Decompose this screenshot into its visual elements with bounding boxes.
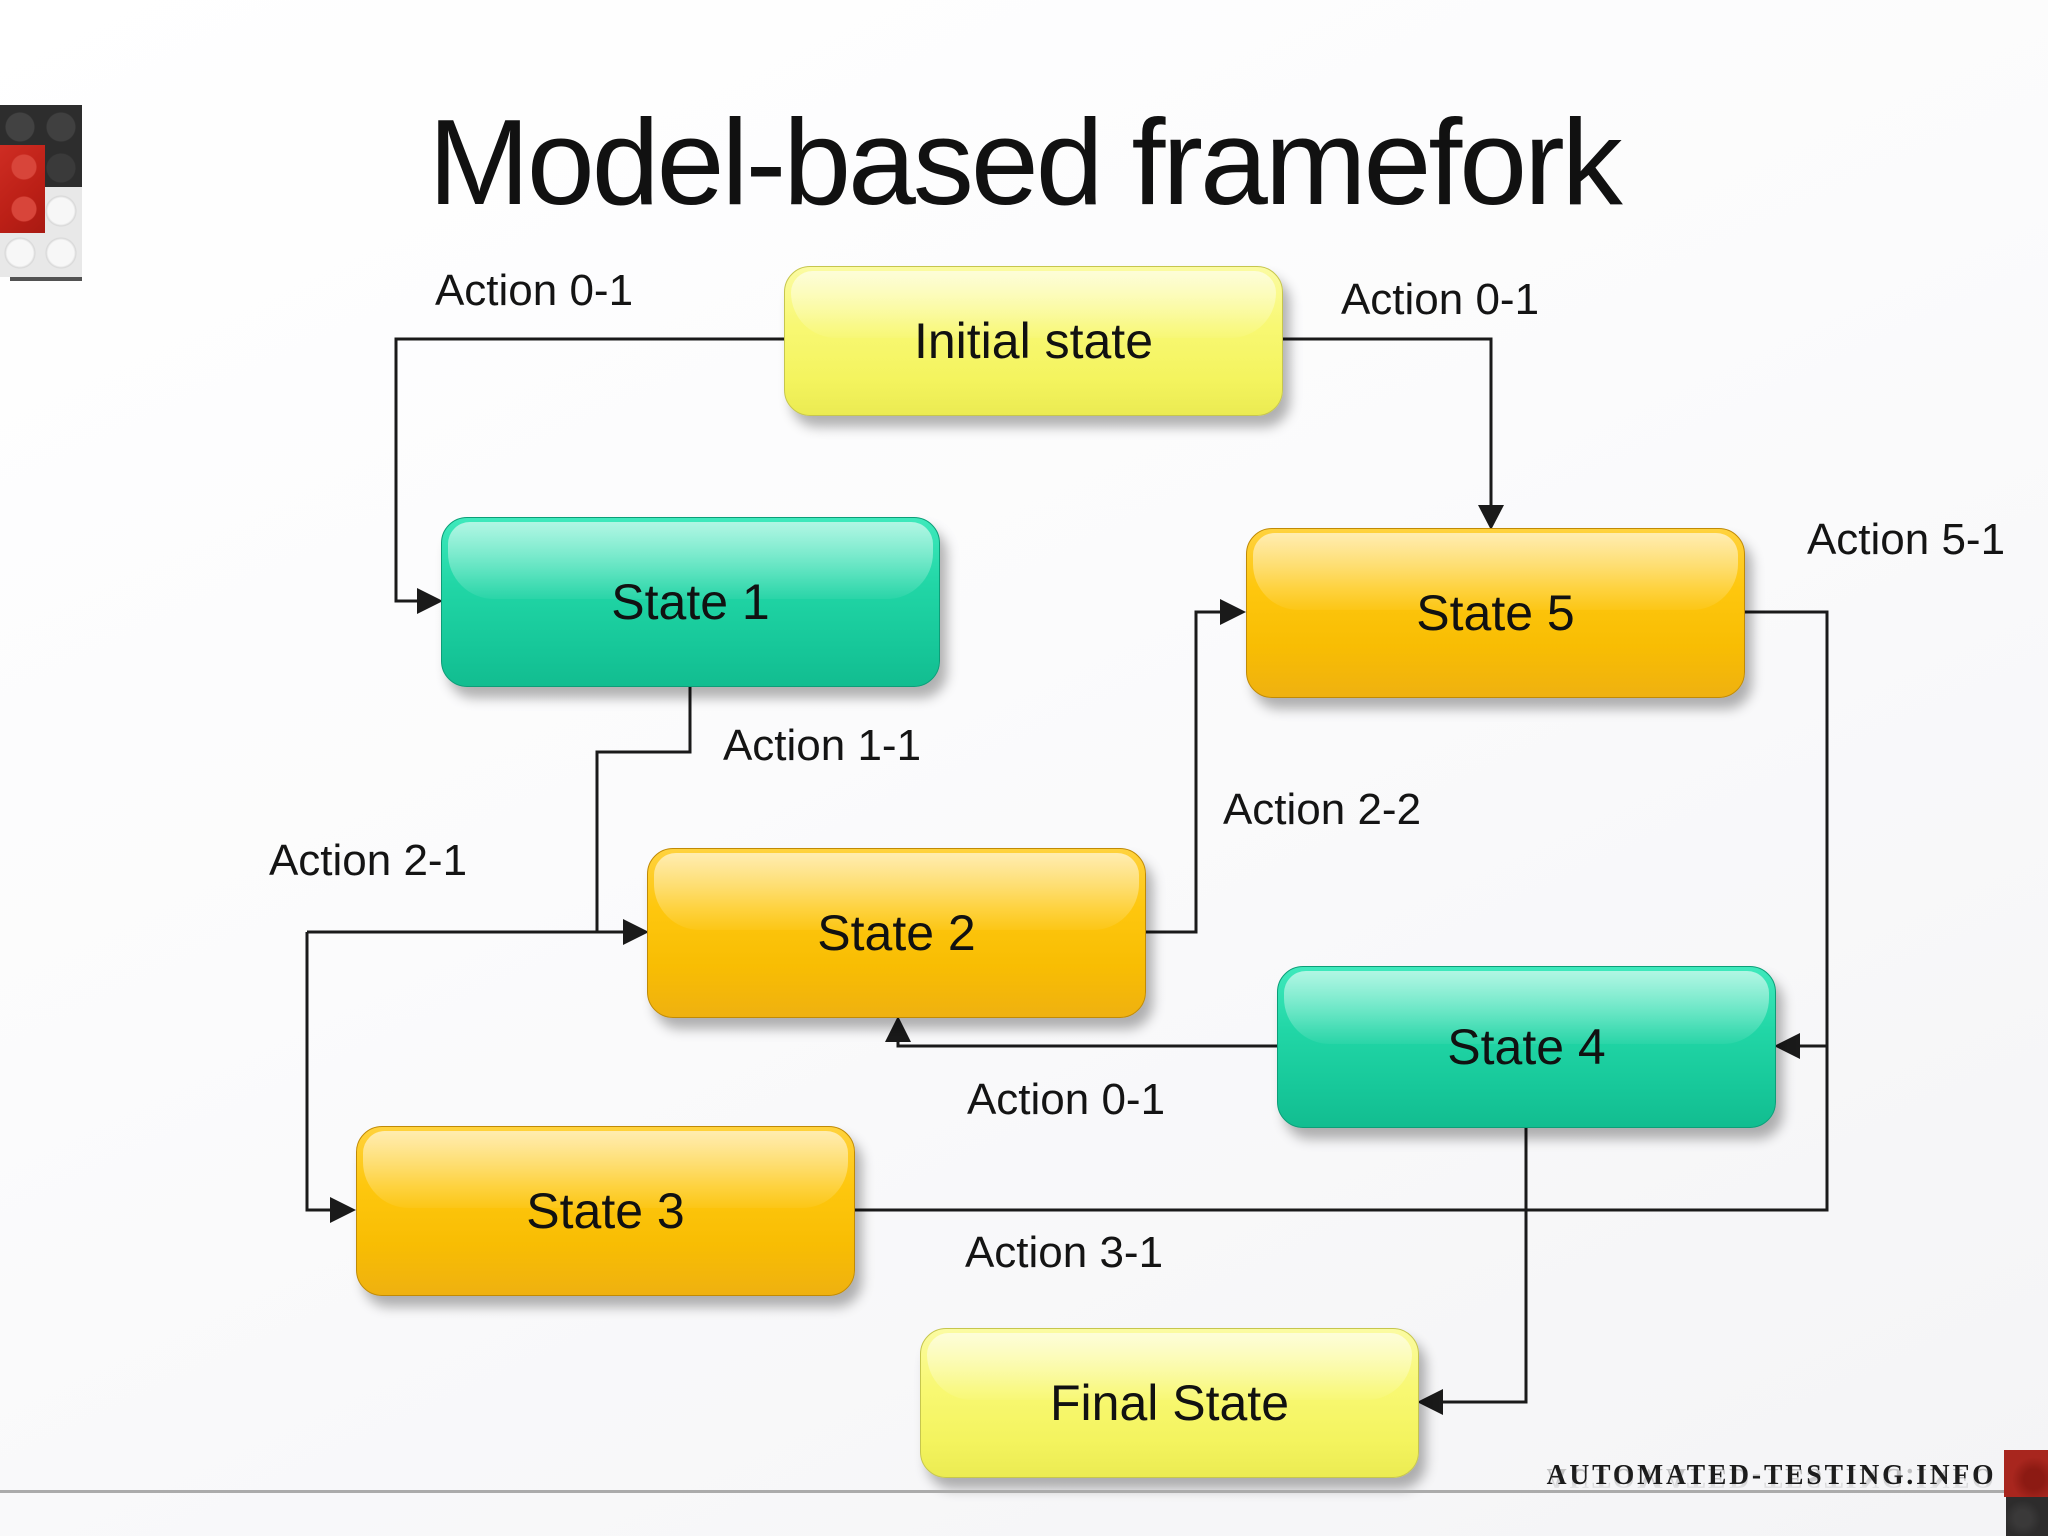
node-state-1: State 1: [441, 517, 940, 687]
edge-label-action-5-1: Action 5-1: [1806, 515, 2006, 564]
node-state-2: State 2: [647, 848, 1146, 1018]
edge-label-action-0-1-right: Action 0-1: [1340, 275, 1540, 324]
edge-state5-right-rail-to-state3: [853, 610, 1829, 1212]
edge-label-action-1-1: Action 1-1: [722, 721, 922, 770]
node-initial-state-label: Initial state: [913, 313, 1153, 369]
edge-state1-to-state2: [595, 685, 692, 932]
edge-initial-to-state1: [394, 337, 784, 603]
dark-lego-corner-icon: [2006, 1497, 2048, 1536]
node-state-3: State 3: [356, 1126, 855, 1296]
arrowhead-into-state2-bottom: [885, 1016, 911, 1042]
page-title: Model-based framefork: [428, 94, 1622, 230]
arrowhead-into-final: [1417, 1389, 1443, 1415]
node-state-4-label: State 4: [1447, 1019, 1606, 1075]
watermark-reflection: AUTOMATED-TESTING.INFO: [1546, 1462, 1996, 1494]
arrowhead-into-state5-top: [1478, 505, 1504, 530]
node-state-3-label: State 3: [526, 1183, 685, 1239]
red-brick: [0, 145, 45, 233]
node-initial-state: Initial state: [784, 266, 1283, 416]
arrowhead-into-state4: [1774, 1033, 1800, 1059]
node-state-1-label: State 1: [611, 574, 770, 630]
edge-state4-to-final: [1440, 1126, 1528, 1404]
edge-initial-to-state5: [1281, 337, 1493, 508]
edge-label-action-3-1: Action 3-1: [964, 1228, 1164, 1277]
red-lego-corner-icon: [2004, 1450, 2048, 1497]
footer-divider-line: [0, 1490, 2004, 1493]
edge-label-action-2-1: Action 2-1: [268, 836, 468, 885]
node-state-5-label: State 5: [1416, 585, 1575, 641]
edge-label-action-0-1-middle: Action 0-1: [966, 1075, 1166, 1124]
edge-state2-to-state5: [1144, 610, 1223, 934]
arrowhead-into-state5-left: [1220, 599, 1246, 625]
edge-label-action-2-2: Action 2-2: [1222, 785, 1422, 834]
arrowhead-into-state3: [330, 1197, 356, 1223]
edge-state4-to-state2: [896, 1039, 1277, 1048]
arrowhead-into-state1: [417, 588, 443, 614]
lego-bricks-logo-icon: [0, 105, 96, 289]
edge-label-action-0-1-left: Action 0-1: [434, 266, 634, 315]
node-final-state-label: Final State: [1049, 1375, 1289, 1431]
node-state-2-label: State 2: [817, 905, 976, 961]
node-final-state: Final State: [920, 1328, 1419, 1478]
arrowhead-into-state2-left: [623, 919, 649, 945]
node-state-5: State 5: [1246, 528, 1745, 698]
node-state-4: State 4: [1277, 966, 1776, 1128]
edge-state2-to-state3: [305, 932, 333, 1212]
watermark-text: AUTOMATED-TESTING.INFO: [1546, 1459, 1996, 1491]
